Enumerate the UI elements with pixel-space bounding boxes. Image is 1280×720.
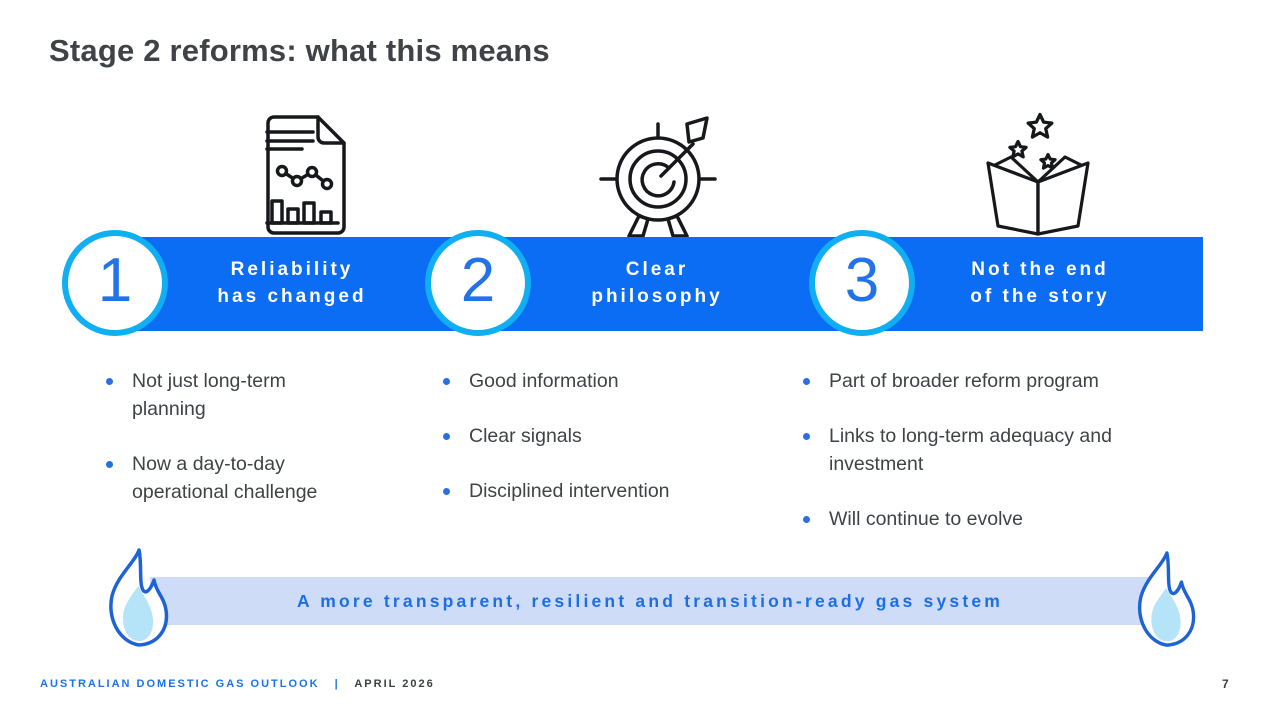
bullet-item: Disciplined intervention: [442, 477, 762, 505]
heading-line: Clear: [625, 259, 689, 280]
bullet-item: Now a day-to-day operational challenge: [105, 450, 355, 506]
target-arrow-icon: [599, 116, 719, 238]
footer-date: APRIL 2026: [354, 678, 435, 690]
step-circle-1: 1: [62, 230, 168, 336]
flame-icon: [101, 548, 171, 650]
step-circle-2: 2: [425, 230, 531, 336]
bullet-item: Will continue to evolve: [802, 505, 1182, 533]
bullet-list-2: Good information Clear signals Disciplin…: [442, 367, 762, 532]
slide-title: Stage 2 reforms: what this means: [49, 33, 550, 68]
heading-line: philosophy: [591, 286, 723, 307]
step-circle-3: 3: [809, 230, 915, 336]
step-heading-1: Reliability has changed: [217, 256, 366, 310]
step-heading-2: Clear philosophy: [591, 256, 722, 310]
heading-line: Not the end: [971, 259, 1109, 280]
step-number: 1: [97, 246, 133, 315]
bullet-list-3: Part of broader reform program Links to …: [802, 367, 1182, 560]
bullet-item: Good information: [442, 367, 762, 395]
summary-banner: A more transparent, resilient and transi…: [150, 577, 1150, 625]
step-number: 3: [844, 246, 880, 315]
bullet-item: Links to long-term adequacy and investme…: [802, 422, 1182, 478]
bullet-list-1: Not just long-term planning Now a day-to…: [105, 367, 355, 533]
heading-line: of the story: [970, 286, 1110, 307]
footer-separator: |: [334, 678, 340, 690]
document-chart-icon: [258, 114, 348, 236]
blue-band: [115, 237, 1203, 331]
summary-banner-text: A more transparent, resilient and transi…: [296, 590, 1004, 611]
footer: AUSTRALIAN DOMESTIC GAS OUTLOOK | APRIL …: [40, 678, 435, 690]
flame-icon: [1129, 551, 1199, 650]
heading-line: has changed: [217, 286, 367, 307]
step-heading-3: Not the end of the story: [970, 256, 1109, 310]
page-number: 7: [1222, 677, 1229, 691]
bullet-item: Clear signals: [442, 422, 762, 450]
bullet-item: Part of broader reform program: [802, 367, 1182, 395]
step-number: 2: [460, 246, 496, 315]
open-book-stars-icon: [978, 106, 1098, 238]
heading-line: Reliability: [230, 259, 354, 280]
footer-publication: AUSTRALIAN DOMESTIC GAS OUTLOOK: [40, 678, 320, 690]
bullet-item: Not just long-term planning: [105, 367, 355, 423]
